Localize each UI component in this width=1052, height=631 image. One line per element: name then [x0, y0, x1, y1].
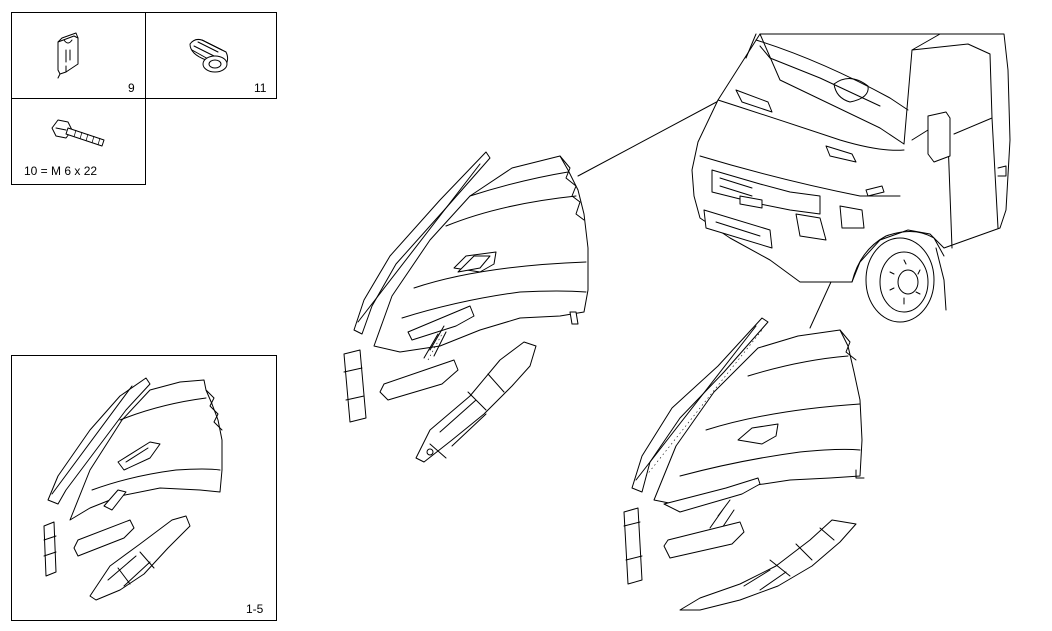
- leader-line-top: [577, 97, 725, 177]
- grommet-part-drawing: [189, 38, 229, 73]
- bolt-part-drawing: [51, 119, 105, 147]
- grommet-part-number: 11: [254, 81, 267, 95]
- assembly-part-range: 1-5: [246, 602, 264, 616]
- assembly-fender-small: [43, 377, 223, 601]
- van-illustration: [691, 33, 1011, 323]
- clip-part-drawing: [57, 32, 79, 79]
- middle-fender-assembly: [343, 151, 589, 463]
- legend-cell-bolt: [11, 98, 146, 185]
- clip-part-number: 9: [128, 81, 135, 95]
- right-fender-assembly: [623, 317, 865, 611]
- bolt-part-spec: 10 = M 6 x 22: [24, 164, 98, 178]
